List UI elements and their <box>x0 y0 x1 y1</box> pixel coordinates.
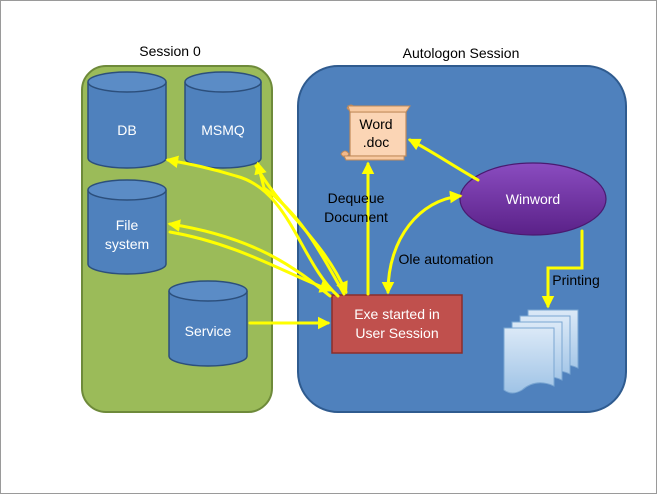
dequeue-label-line2: Document <box>324 209 388 225</box>
ole-automation-label: Ole automation <box>399 251 494 267</box>
winword-label: Winword <box>506 191 560 207</box>
arrow-ole-automation <box>381 190 463 295</box>
autologon-session-title: Autologon Session <box>403 45 520 61</box>
exe-node: Exe started in User Session <box>331 294 463 354</box>
msmq-cylinder: MSMQ <box>184 71 262 169</box>
db-label: DB <box>117 122 136 138</box>
winword-node: Winword <box>459 162 607 236</box>
arrow-winword-to-printing <box>541 229 584 309</box>
arrow-msmq-to-exe <box>254 164 348 295</box>
service-label: Service <box>185 323 232 339</box>
exe-label-line2: User Session <box>355 325 438 341</box>
printing-label: Printing <box>552 272 599 288</box>
word-doc-label-line1: Word <box>359 116 392 132</box>
dequeue-label-line1: Dequeue <box>328 190 385 206</box>
file-system-label-line1: File <box>116 217 139 233</box>
arrow-file-system-to-exe <box>168 230 333 293</box>
arrow-winword-to-word-doc <box>407 138 480 182</box>
file-system-label-line2: system <box>105 236 149 252</box>
printed-pages-icon <box>503 309 579 394</box>
msmq-label: MSMQ <box>201 122 245 138</box>
session0-title: Session 0 <box>139 43 201 59</box>
word-doc-scroll-icon: Word .doc <box>340 104 411 161</box>
word-doc-label-line2: .doc <box>363 134 389 150</box>
exe-label-line1: Exe started in <box>354 306 440 322</box>
service-cylinder: Service <box>168 280 248 367</box>
arrow-exe-to-db <box>165 155 340 298</box>
db-cylinder: DB <box>87 71 167 169</box>
file-system-cylinder: File system <box>87 179 167 275</box>
